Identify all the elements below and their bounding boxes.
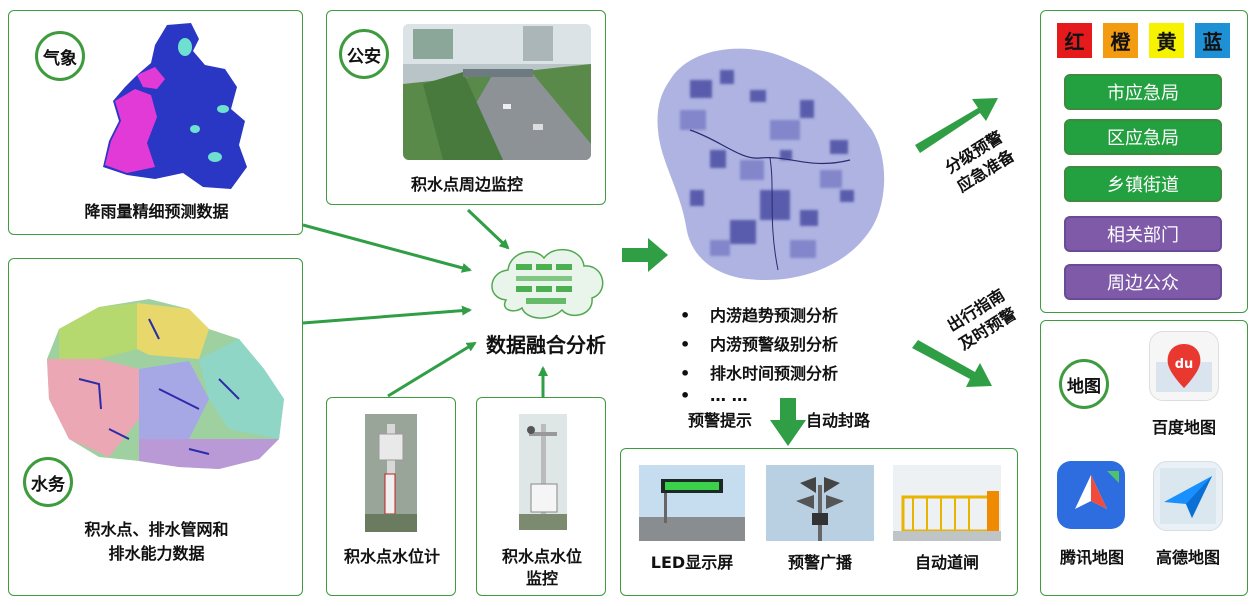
water-panel: 水务 积水点、排水管网和 排水能力数据 — [8, 258, 303, 596]
arrow-upper-right — [915, 98, 998, 153]
device-label-gate: 自动道闸 — [914, 553, 979, 572]
weather-panel: 气象 降雨量精细预测数据 — [8, 10, 303, 235]
alert-hint-label: 预警提示 — [688, 411, 753, 430]
broadcast-speaker-photo — [766, 465, 874, 541]
device-label-led: LED显示屏 — [650, 553, 734, 572]
water-caption-line2: 排水能力数据 — [108, 544, 205, 563]
water-badge: 水务 — [23, 457, 73, 507]
devices-panel: LED显示屏 预警广播 自动道闸 — [620, 448, 1018, 596]
arrow-down-to-devices — [770, 398, 806, 446]
gaode-map-label: 高德地图 — [1155, 548, 1220, 567]
weather-badge: 气象 — [35, 31, 85, 81]
baidu-map-label: 百度地图 — [1151, 418, 1216, 437]
auto-gate-photo — [893, 465, 1001, 541]
analysis-item: •… … — [680, 386, 748, 405]
police-panel: 公安 积水点周边监控 — [326, 10, 606, 205]
level-blue: 蓝 — [1195, 23, 1230, 58]
water-caption-line1: 积水点、排水管网和 — [84, 520, 229, 539]
tencent-map-icon — [1057, 461, 1125, 529]
maps-badge: 地图 — [1059, 359, 1109, 409]
departments-panel — [1040, 10, 1248, 313]
gauge-caption: 积水点水位计 — [343, 547, 440, 566]
dept-public: 周边公众 — [1064, 264, 1222, 300]
waterlogging-risk-map — [657, 48, 885, 281]
maps-panel: 地图 du 百度地图 腾讯地图 高德地图 — [1040, 320, 1248, 596]
tianjin-rainfall-map — [103, 23, 247, 189]
arrow-fusion-to-map — [622, 238, 668, 272]
water-monitor-photo — [519, 414, 567, 530]
dept-district-emergency: 区应急局 — [1064, 119, 1222, 155]
monitor-caption-line2: 监控 — [525, 569, 558, 588]
police-caption: 积水点周边监控 — [410, 175, 523, 194]
analysis-item: •内涝趋势预测分析 — [680, 306, 839, 325]
level-yellow: 黄 — [1149, 23, 1184, 58]
arrow-gauge-to-fusion — [387, 341, 477, 398]
led-screen-photo — [639, 465, 745, 541]
level-red: 红 — [1057, 23, 1092, 58]
water-gauge-photo — [365, 414, 417, 532]
monitor-caption-line1: 积水点水位 — [501, 547, 582, 566]
police-traffic-photo — [403, 24, 591, 160]
tencent-map-label: 腾讯地图 — [1059, 548, 1124, 567]
police-badge: 公安 — [339, 29, 389, 79]
baidu-map-icon: du — [1149, 331, 1219, 401]
gaode-map-icon — [1153, 461, 1223, 531]
dept-city-emergency: 市应急局 — [1064, 74, 1222, 110]
svg-text:du: du — [1175, 357, 1194, 372]
district-water-map — [47, 299, 284, 469]
analysis-item: •内涝预警级别分析 — [680, 335, 839, 354]
arrow-weather-to-fusion — [302, 223, 472, 273]
fusion-cloud-graphic — [491, 248, 604, 319]
dept-related: 相关部门 — [1064, 216, 1222, 252]
analysis-item: •排水时间预测分析 — [680, 364, 839, 383]
device-label-broadcast: 预警广播 — [787, 553, 852, 572]
monitor-panel: 积水点水位 监控 — [476, 397, 606, 596]
gauge-panel: 积水点水位计 — [326, 397, 456, 596]
arrow-lower-right — [912, 340, 992, 387]
weather-caption: 降雨量精细预测数据 — [84, 202, 229, 221]
arrow-police-to-fusion — [466, 208, 510, 250]
arrow-water-to-fusion — [302, 305, 472, 325]
auto-road-close-label: 自动封路 — [806, 411, 871, 430]
dept-town-street: 乡镇街道 — [1064, 166, 1222, 202]
level-orange: 橙 — [1103, 23, 1138, 58]
fusion-label: 数据融合分析 — [486, 333, 606, 357]
